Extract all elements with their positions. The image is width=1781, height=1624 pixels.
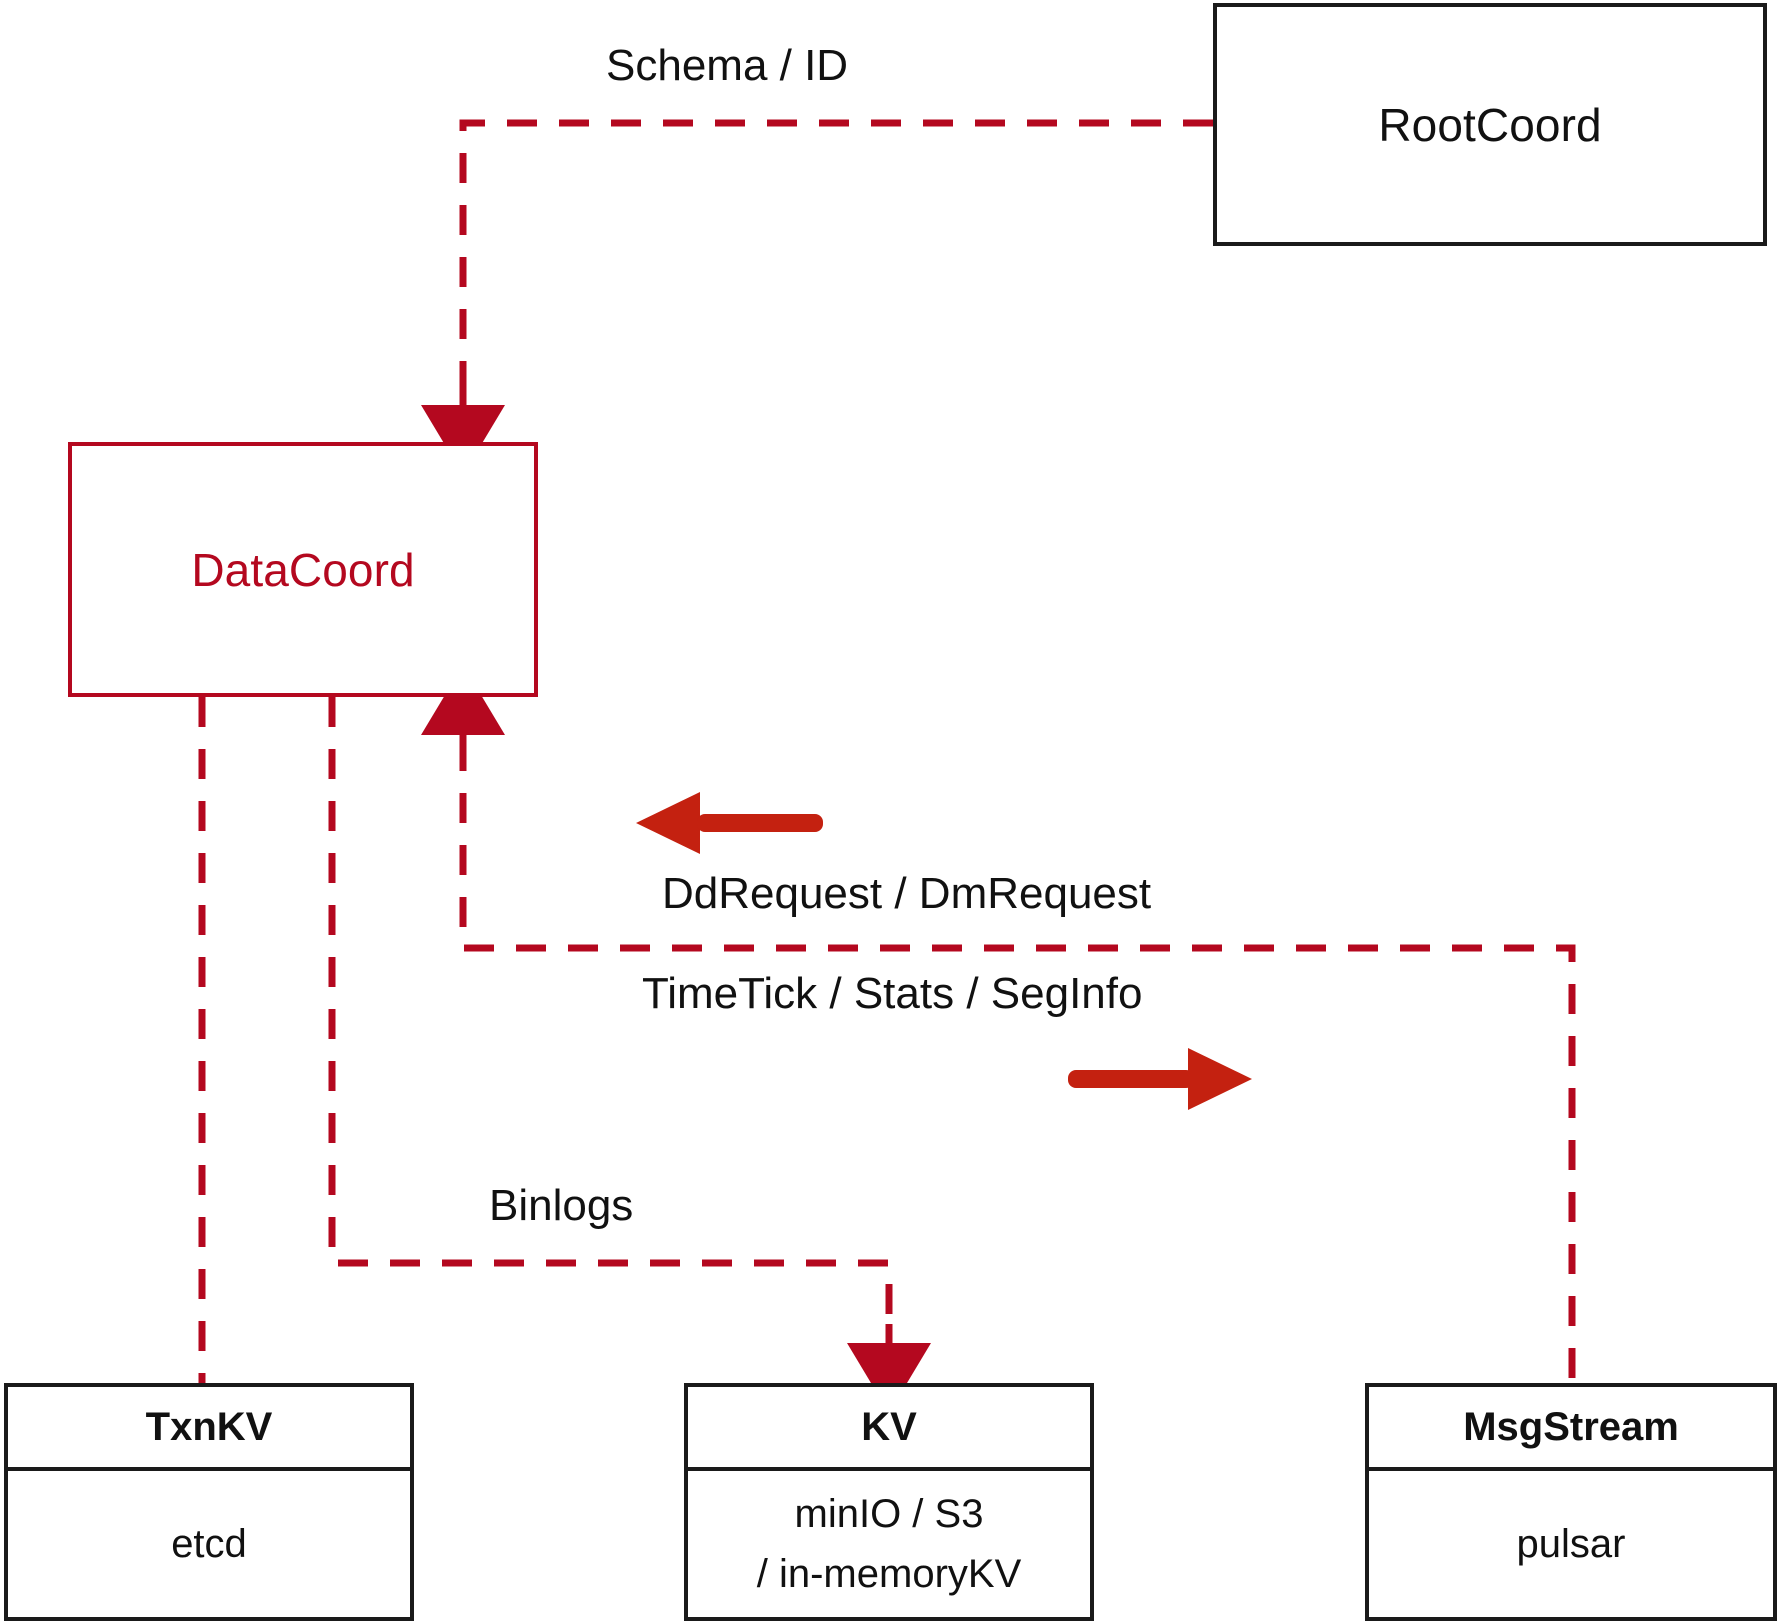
node-datacoord-label: DataCoord bbox=[191, 543, 415, 596]
node-rootcoord[interactable]: RootCoord bbox=[1213, 3, 1767, 246]
node-datacoord[interactable]: DataCoord bbox=[68, 442, 538, 697]
edge-schema-id bbox=[421, 119, 1213, 475]
node-kv-title: KV bbox=[688, 1387, 1090, 1471]
edge-msgstream-datacoord bbox=[421, 665, 1576, 1378]
node-kv-line-0: minIO / S3 bbox=[794, 1492, 984, 1536]
node-kv[interactable]: KV minIO / S3 / in-memoryKV bbox=[684, 1383, 1094, 1621]
node-msgstream[interactable]: MsgStream pulsar bbox=[1365, 1383, 1777, 1621]
node-txnkv-body: etcd bbox=[8, 1471, 410, 1617]
node-txnkv-title: TxnKV bbox=[8, 1387, 410, 1471]
edge-label-binlogs: Binlogs bbox=[489, 1181, 634, 1230]
node-msgstream-line-0: pulsar bbox=[1516, 1522, 1626, 1566]
edge-label-schema-id: Schema / ID bbox=[606, 41, 849, 90]
arrow-right-timetick bbox=[1068, 1048, 1252, 1110]
node-txnkv-line-0: etcd bbox=[171, 1522, 247, 1566]
edge-label-timetick-stats-seginfo: TimeTick / Stats / SegInfo bbox=[642, 969, 1143, 1018]
edge-label-ddrequest-dmrequest: DdRequest / DmRequest bbox=[662, 869, 1152, 918]
node-kv-line-1: / in-memoryKV bbox=[756, 1552, 1022, 1596]
node-msgstream-body: pulsar bbox=[1369, 1471, 1773, 1617]
arrow-left-ddrequest bbox=[636, 792, 823, 854]
edge-binlogs bbox=[328, 697, 931, 1413]
node-msgstream-title: MsgStream bbox=[1369, 1387, 1773, 1471]
node-kv-body: minIO / S3 / in-memoryKV bbox=[688, 1471, 1090, 1617]
node-rootcoord-label: RootCoord bbox=[1378, 98, 1602, 151]
node-txnkv[interactable]: TxnKV etcd bbox=[4, 1383, 414, 1621]
